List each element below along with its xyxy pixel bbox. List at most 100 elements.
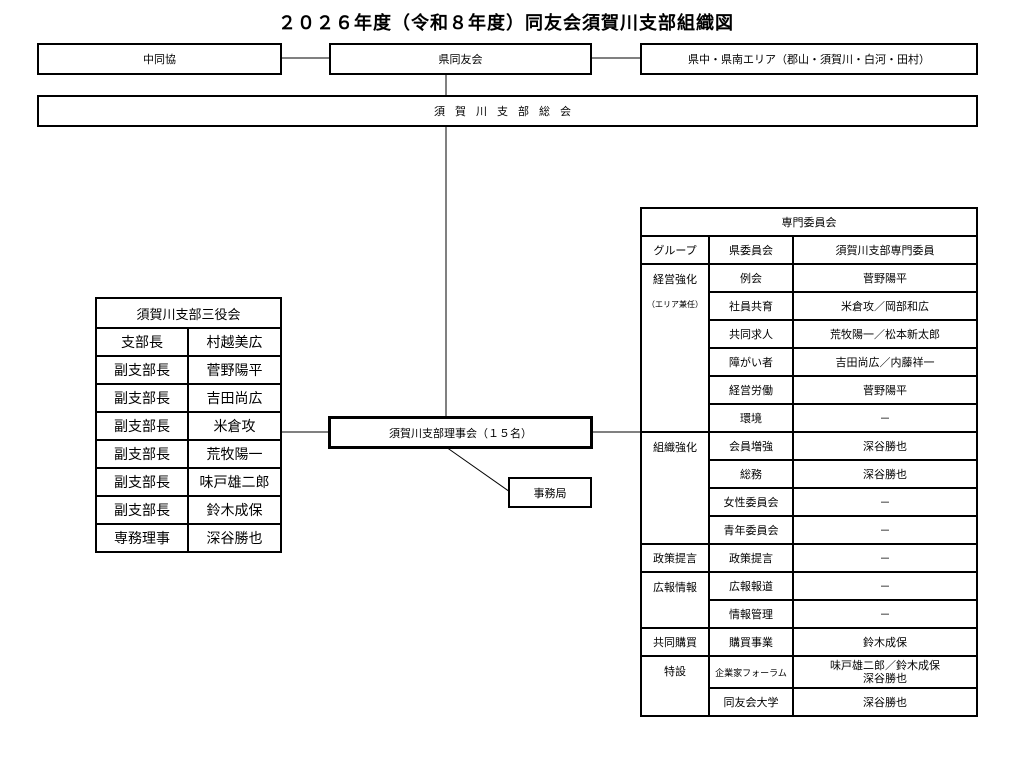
col-branch-header: 須賀川支部専門委員 — [792, 235, 978, 265]
group-cell: 特設 — [640, 655, 710, 717]
committee-members: － — [792, 543, 978, 573]
committee-members: － — [792, 515, 978, 545]
officer-name: 吉田尚広 — [187, 383, 282, 413]
committee-row: 経営労働 菅野陽平 — [641, 375, 978, 405]
committee-members: 深谷勝也 — [792, 687, 978, 717]
committee-row: 青年委員会 － — [641, 515, 978, 545]
committee-name: 政策提言 — [708, 543, 794, 573]
committee-name: 共同求人 — [708, 319, 794, 349]
committee-row: 同友会大学 深谷勝也 — [641, 687, 978, 717]
officer-name: 村越美広 — [187, 327, 282, 357]
committee-row: 総務 深谷勝也 — [641, 459, 978, 489]
officer-role: 副支部長 — [95, 355, 189, 385]
officer-row: 専務理事深谷勝也 — [95, 523, 282, 553]
board-label: 須賀川支部理事会（１５名） — [389, 426, 532, 440]
officer-role: 副支部長 — [95, 467, 189, 497]
group-name: 政策提言 — [653, 552, 697, 565]
committee-row: 共同求人 荒牧陽一／松本新太郎 — [641, 319, 978, 349]
committee-name: 企業家フォーラム — [708, 655, 794, 689]
committee-members: － — [792, 487, 978, 517]
committee-members: － — [792, 599, 978, 629]
committee-name: 広報報道 — [708, 571, 794, 601]
area-label: 県中・県南エリア（郡山・須賀川・白河・田村） — [688, 53, 930, 66]
chudokyo-label: 中同協 — [143, 53, 176, 66]
committee-members-line: 味戸雄二郎／鈴木成保 — [830, 659, 940, 672]
prefecture-association-box: 県同友会 — [329, 43, 592, 75]
col-group-header: グループ — [640, 235, 710, 265]
group-cell: 広報情報 — [640, 571, 710, 628]
officers-header: 須賀川支部三役会 — [95, 297, 282, 329]
officer-role: 副支部長 — [95, 495, 189, 525]
officer-name: 鈴木成保 — [187, 495, 282, 525]
board-box: 須賀川支部理事会（１５名） — [328, 416, 593, 449]
committee-name: 経営労働 — [708, 375, 794, 405]
officer-row: 副支部長荒牧陽一 — [95, 439, 282, 469]
committee-members: 味戸雄二郎／鈴木成保 深谷勝也 — [792, 655, 978, 689]
group-name: 共同購買 — [653, 636, 697, 649]
committee-name: 会員増強 — [708, 431, 794, 461]
group-cell: 経営強化 （エリア兼任） — [640, 263, 710, 432]
officer-name: 米倉攻 — [187, 411, 282, 441]
committee-name: 同友会大学 — [708, 687, 794, 717]
general-assembly-label: 須賀川支部総会 — [434, 105, 581, 118]
committee-table: 専門委員会 グループ 県委員会 須賀川支部専門委員 経営強化 （エリア兼任） 例… — [640, 207, 978, 717]
group-cell: 政策提言 — [640, 543, 710, 573]
committee-members: 米倉攻／岡部和広 — [792, 291, 978, 321]
committee-row: 共同購買 購買事業 鈴木成保 — [640, 627, 978, 657]
officer-row: 副支部長吉田尚広 — [95, 383, 282, 413]
committee-row: 障がい者 吉田尚広／内藤祥一 — [641, 347, 978, 377]
col-pref-header: 県委員会 — [708, 235, 794, 265]
officer-row: 副支部長味戸雄二郎 — [95, 467, 282, 497]
committee-row: 政策提言 政策提言 － — [640, 543, 978, 573]
officer-row: 副支部長鈴木成保 — [95, 495, 282, 525]
officer-row: 副支部長米倉攻 — [95, 411, 282, 441]
group-name: 広報情報 — [653, 581, 697, 594]
committee-name: 購買事業 — [708, 627, 794, 657]
officer-row: 支部長村越美広 — [95, 327, 282, 357]
committee-name: 青年委員会 — [708, 515, 794, 545]
committee-members: － — [792, 403, 978, 433]
committee-members-line: 深谷勝也 — [863, 672, 907, 685]
officer-role: 専務理事 — [95, 523, 189, 553]
committee-row: 女性委員会 － — [641, 487, 978, 517]
general-assembly-box: 須賀川支部総会 — [37, 95, 978, 127]
officer-name: 味戸雄二郎 — [187, 467, 282, 497]
group-cell: 共同購買 — [640, 627, 710, 657]
committee-row: 経営強化 （エリア兼任） 例会 菅野陽平 — [640, 263, 978, 432]
secretariat-label: 事務局 — [533, 486, 567, 500]
group-note: （エリア兼任） — [647, 300, 703, 309]
prefecture-association-label: 県同友会 — [438, 53, 483, 66]
officer-name: 深谷勝也 — [187, 523, 282, 553]
committee-name: 情報管理 — [708, 599, 794, 629]
officers-table: 須賀川支部三役会 支部長村越美広 副支部長菅野陽平 副支部長吉田尚広 副支部長米… — [95, 297, 282, 553]
committee-name: 社員共育 — [708, 291, 794, 321]
committee-row: 広報情報 広報報道 － — [640, 571, 978, 628]
committee-row: 組織強化 会員増強 深谷勝也 — [640, 431, 978, 544]
group-name: 特設 — [664, 665, 686, 678]
officer-role: 支部長 — [95, 327, 189, 357]
committee-row: 情報管理 － — [641, 599, 978, 629]
chudokyo-box: 中同協 — [37, 43, 282, 75]
group-name: 組織強化 — [653, 441, 697, 454]
committee-members: － — [792, 571, 978, 601]
officer-role: 副支部長 — [95, 439, 189, 469]
committee-name: 環境 — [708, 403, 794, 433]
committee-members: 菅野陽平 — [792, 263, 978, 293]
committee-name: 総務 — [708, 459, 794, 489]
officer-name: 菅野陽平 — [187, 355, 282, 385]
group-cell: 組織強化 — [640, 431, 710, 544]
committee-name: 例会 — [708, 263, 794, 293]
committee-members: 吉田尚広／内藤祥一 — [792, 347, 978, 377]
committee-members: 深谷勝也 — [792, 459, 978, 489]
officer-row: 副支部長菅野陽平 — [95, 355, 282, 385]
committee-members: 鈴木成保 — [792, 627, 978, 657]
area-box: 県中・県南エリア（郡山・須賀川・白河・田村） — [640, 43, 978, 75]
committee-members: 菅野陽平 — [792, 375, 978, 405]
committee-members: 荒牧陽一／松本新太郎 — [792, 319, 978, 349]
officer-role: 副支部長 — [95, 411, 189, 441]
committee-row: 環境 － — [641, 403, 978, 433]
committee-members: 深谷勝也 — [792, 431, 978, 461]
committee-name: 女性委員会 — [708, 487, 794, 517]
committee-header: 専門委員会 — [640, 207, 978, 237]
